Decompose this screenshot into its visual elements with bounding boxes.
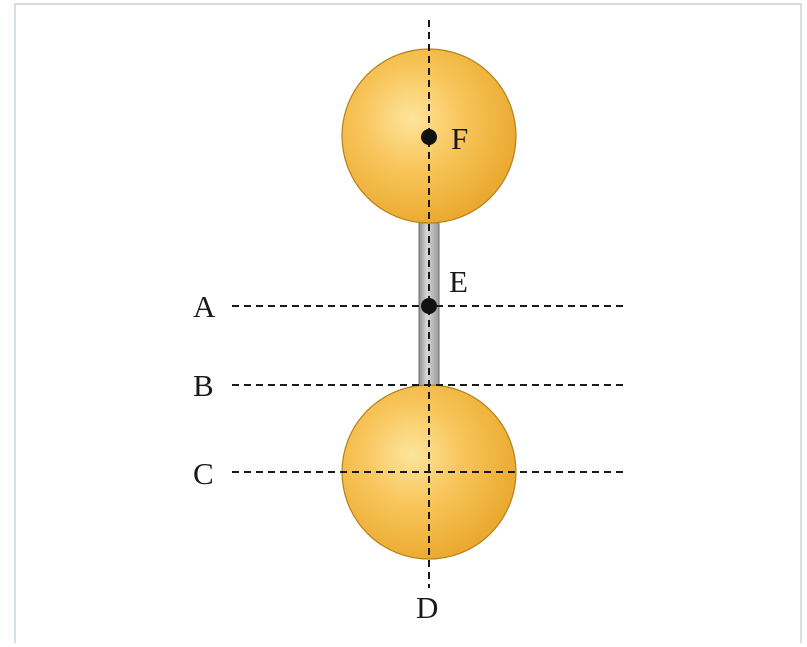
point-f-dot (421, 129, 437, 145)
label-axis-b: B (193, 368, 214, 403)
point-e-dot (421, 298, 437, 314)
label-axis-a: A (193, 289, 216, 324)
label-point-e: E (449, 264, 468, 299)
label-axis-d: D (416, 590, 438, 625)
label-axis-c: C (193, 456, 214, 491)
label-point-f: F (451, 121, 468, 156)
